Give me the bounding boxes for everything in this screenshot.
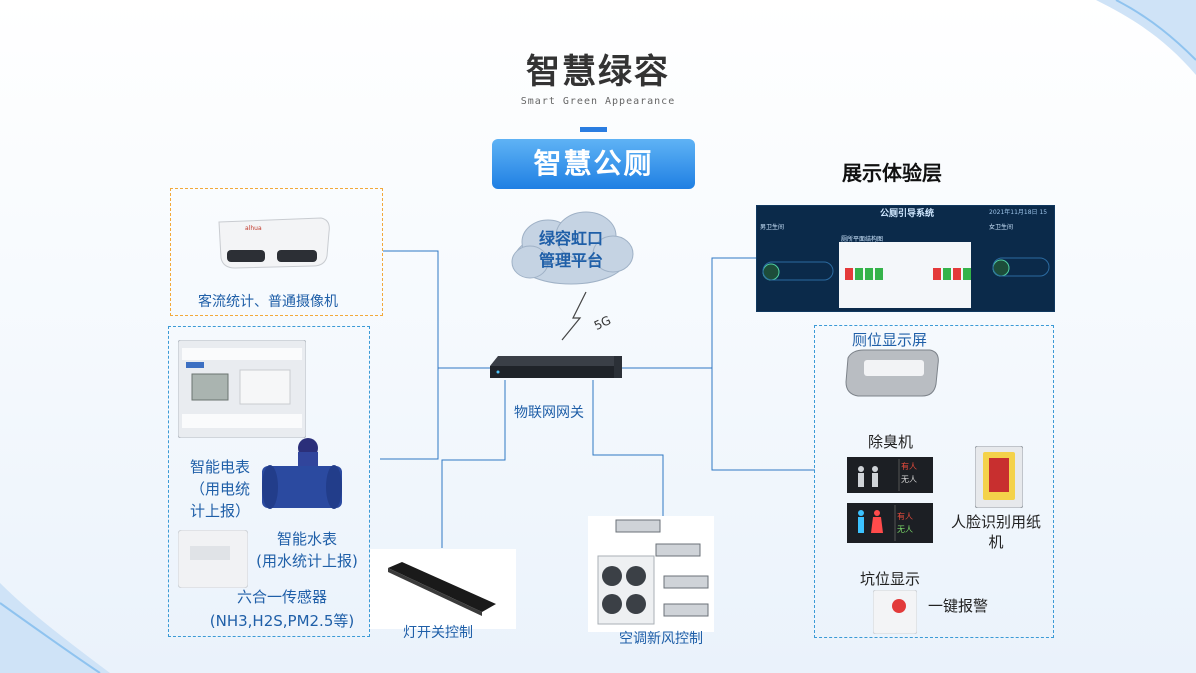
sensor-line-2: (NH3,H2S,PM2.5等) (209, 612, 355, 630)
corner-wave-bottom-left (0, 583, 110, 673)
gateway-device-icon (490, 356, 622, 378)
gateway-label: 物联网网关 (514, 405, 584, 421)
ac-control-label: 空调新风控制 (619, 631, 703, 647)
alarm-button-icon[interactable] (873, 590, 917, 634)
water-meter-line-1: 智能水表 (276, 530, 337, 548)
meters-group-box (168, 326, 370, 637)
page-subtitle: Smart Green Appearance (520, 96, 676, 107)
stall-display-label: 厕位显示屏 (852, 331, 928, 349)
camera-group-box (170, 188, 383, 316)
cloud-line-1: 绿容虹口 (538, 229, 603, 248)
air-conditioner-icon (597, 519, 709, 625)
page-title: 智慧绿容 (526, 52, 670, 92)
sign-2-text: 有人 无人 (897, 510, 913, 536)
six-in-one-sensor-icon (178, 530, 248, 588)
screen-center-label: 厕所平面结构图 (841, 236, 884, 243)
screen-left-tab: 男卫生间 (760, 224, 785, 231)
electric-meter-line-2: （用电统 (190, 480, 251, 498)
sensor-line-1: 六合一传感器 (236, 588, 327, 606)
sign-2-occupied: 有人 (897, 512, 913, 521)
tissue-machine-line-2: 机 (988, 533, 1004, 551)
electric-meter-line-3: 计上报） (190, 502, 251, 520)
sensor-label: 六合一传感器 (NH3,H2S,PM2.5等) (206, 585, 358, 633)
cloud-line-2: 管理平台 (538, 251, 603, 270)
pit-display-label: 坑位显示 (860, 570, 921, 588)
sign-1-text: 有人 无人 (901, 460, 917, 486)
screen-graphics (762, 242, 1050, 308)
toilet-guide-screen: 公厕引导系统 2021年11月18日 15 男卫生间 女卫生间 厕所平面结构图 (756, 205, 1055, 312)
svg-text:alhua: alhua (245, 225, 262, 232)
electric-meter-line-1: 智能电表 (190, 458, 251, 476)
occupancy-sign-icon-1 (847, 457, 933, 493)
electric-meter-label: 智能电表 （用电统 计上报） (190, 456, 250, 522)
sign-2-vacant: 无人 (897, 525, 913, 534)
light-fixture-icon (388, 562, 496, 616)
light-control-label: 灯开关控制 (403, 625, 473, 641)
screen-title: 公厕引导系统 (879, 209, 934, 219)
camera-label: 客流统计、普通摄像机 (198, 294, 338, 310)
right-devices-box (814, 325, 1054, 638)
alarm-label: 一键报警 (928, 597, 989, 615)
water-meter-label: 智能水表 (用水统计上报) (252, 528, 362, 572)
occupancy-sign-icon-2 (847, 503, 933, 543)
cloud-icon (511, 211, 634, 285)
cloud-platform-label: 绿容虹口 管理平台 (508, 228, 634, 272)
screen-right-tab: 女卫生间 (989, 224, 1014, 231)
tissue-machine-label: 人脸识别用纸 机 (946, 512, 1046, 552)
water-meter-line-2: (用水统计上报) (256, 552, 358, 570)
smart-water-meter-icon (262, 438, 342, 509)
tissue-machine-line-1: 人脸识别用纸 (950, 513, 1041, 531)
sign-1-occupied: 有人 (901, 462, 917, 471)
screen-date: 2021年11月18日 15 (989, 209, 1048, 216)
camera-icon: alhua (218, 217, 330, 269)
smart-toilet-button[interactable]: 智慧公厕 (492, 139, 695, 189)
stall-display-icon (845, 349, 939, 397)
smart-electric-meter-icon (178, 340, 306, 438)
corner-wave-top-right (1096, 0, 1196, 75)
sign-1-vacant: 无人 (901, 475, 917, 484)
title-accent-bar (580, 127, 607, 132)
deodorizer-label: 除臭机 (868, 433, 914, 451)
display-layer-title: 展示体验层 (842, 161, 942, 185)
face-recognition-tissue-machine-icon (975, 446, 1023, 508)
